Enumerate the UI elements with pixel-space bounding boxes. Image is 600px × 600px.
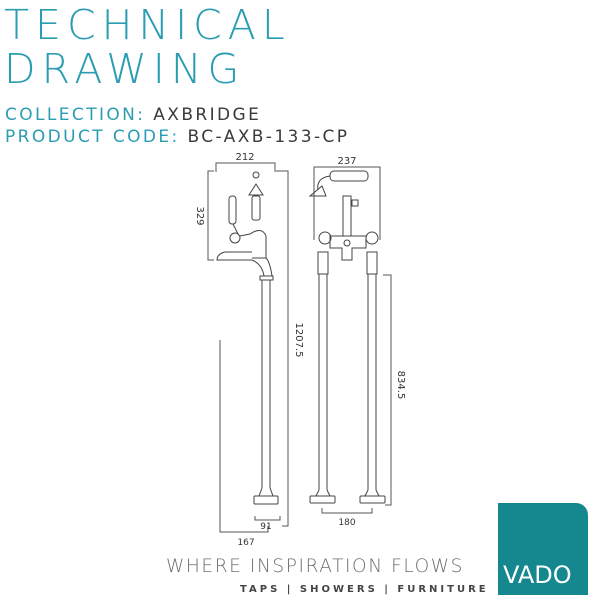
product-code-line: PRODUCT CODE: BC-AXB-133-CP bbox=[5, 127, 349, 147]
title-line2: DRAWING bbox=[4, 45, 246, 93]
dim-1207-5: 1207.5 bbox=[293, 323, 304, 358]
dim-212: 212 bbox=[235, 152, 254, 163]
dim-329: 329 bbox=[194, 206, 205, 225]
product-categories: TAPS | SHOWERS | FURNITURE bbox=[240, 584, 489, 595]
collection-label: COLLECTION: bbox=[5, 105, 146, 125]
dim-834-5: 834.5 bbox=[395, 371, 406, 400]
dim-237: 237 bbox=[337, 156, 356, 167]
left-tap-outline bbox=[216, 171, 279, 505]
product-code-label: PRODUCT CODE: bbox=[5, 127, 180, 147]
dim-167: 167 bbox=[237, 538, 254, 548]
vado-logo: VADO bbox=[498, 503, 588, 595]
dim-180: 180 bbox=[338, 518, 355, 528]
logo-text: VADO bbox=[503, 561, 572, 589]
right-tap-outline bbox=[308, 170, 386, 504]
left-tap-dimensions: 212 329 1207.5 91 167 bbox=[194, 152, 304, 548]
collection-line: COLLECTION: AXBRIDGE bbox=[5, 105, 261, 125]
title-line1: TECHNICAL bbox=[4, 1, 291, 49]
tagline: WHERE INSPIRATION FLOWS bbox=[166, 556, 465, 577]
dim-91: 91 bbox=[260, 522, 271, 532]
product-code-value: BC-AXB-133-CP bbox=[187, 127, 350, 147]
right-tap-dimensions: 237 834.5 180 bbox=[313, 156, 406, 528]
collection-value: AXBRIDGE bbox=[153, 105, 262, 125]
